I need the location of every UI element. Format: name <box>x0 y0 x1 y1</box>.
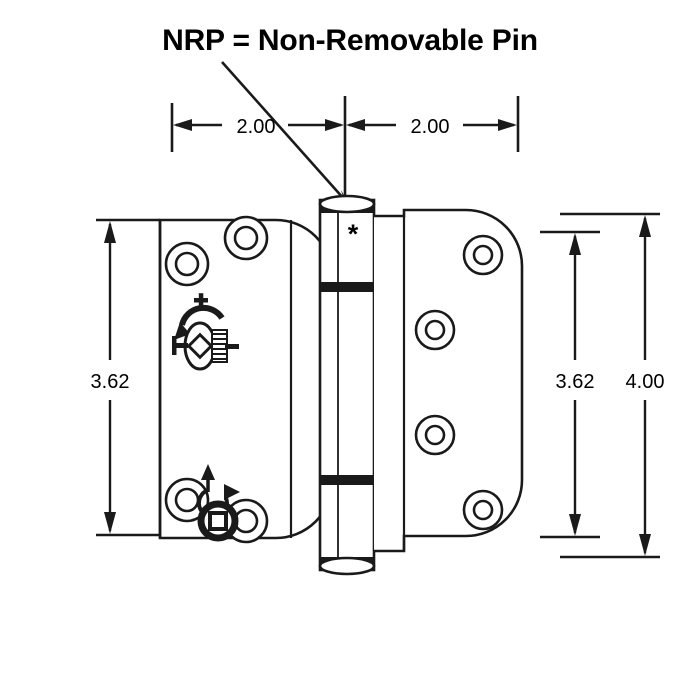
dimension-right-leaf-width: 2.00 <box>411 116 450 138</box>
plus-icon <box>194 293 208 308</box>
screw-hole <box>223 215 269 261</box>
dimension-left-leaf-width: 2.00 <box>237 116 276 138</box>
dimension-right-leaf-height: 3.62 <box>556 371 595 393</box>
nrp-asterisk-marker: * <box>348 219 359 249</box>
hinge-pin-barrel <box>318 194 380 576</box>
screw-hole <box>164 477 210 523</box>
screw-hole <box>414 414 456 456</box>
screw-hole <box>164 241 210 287</box>
vertical-adjustment-symbol <box>172 293 239 371</box>
dimension-left-leaf-height: 3.62 <box>91 371 130 393</box>
right-vertical-dimension-group <box>540 230 600 539</box>
screw-hole <box>462 489 504 531</box>
lateral-adjustment-symbol <box>197 464 240 542</box>
horizontal-dimension-group <box>170 96 520 200</box>
drawing-title: NRP = Non-Removable Pin <box>162 24 538 57</box>
right-hinge-leaf <box>374 208 524 553</box>
dimension-overall-height: 4.00 <box>626 371 665 393</box>
left-vertical-dimension-group <box>96 218 160 537</box>
overall-vertical-dimension-group <box>560 212 660 559</box>
right-leaf-screw-holes <box>414 234 504 531</box>
screw-hole <box>462 234 504 276</box>
screw-hole <box>414 309 456 351</box>
